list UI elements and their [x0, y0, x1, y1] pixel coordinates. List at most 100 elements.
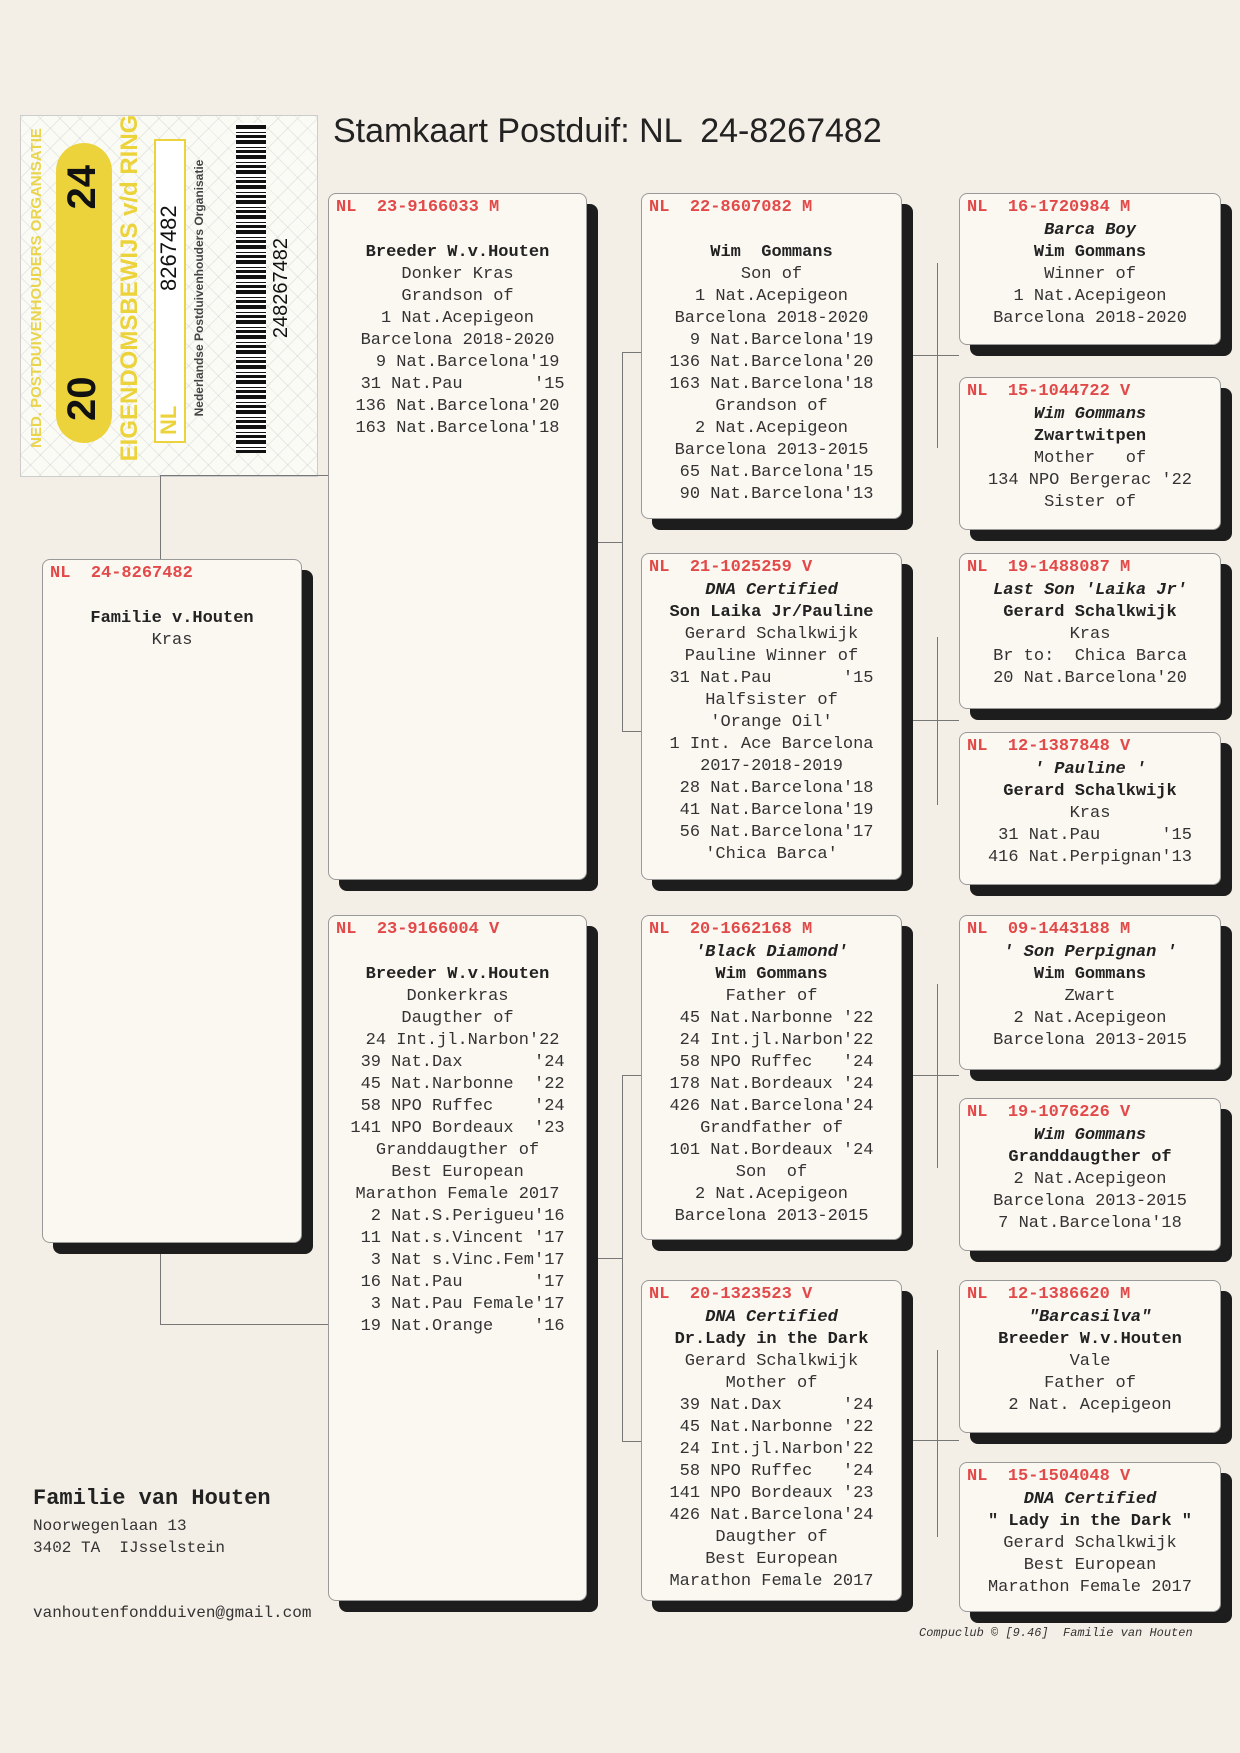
- pedigree-line: Breeder W.v.Houten: [365, 965, 550, 984]
- pedigree-line: 58 NPO Ruffec '24: [350, 1097, 565, 1116]
- ring-country: NL: [649, 1285, 670, 1304]
- connector-line: [937, 1350, 938, 1537]
- pedigree-line: Best European: [1023, 1556, 1157, 1575]
- pedigree-line: 2 Nat.S.Perigueu'16: [350, 1207, 565, 1226]
- owner-name: Familie van Houten: [33, 1486, 271, 1511]
- pedigree-line: Barca Boy: [1044, 221, 1136, 240]
- pedigree-line: Father of: [1044, 1374, 1136, 1393]
- ring-id: 24-8267482: [90, 564, 193, 583]
- connector-line: [900, 1440, 959, 1441]
- ring-country: NL: [967, 920, 988, 939]
- pedigree-line: Wim Gommans: [710, 243, 833, 262]
- pedigree-line: 56 Nat.Barcelona'17: [669, 823, 874, 842]
- ring-country: NL: [967, 1285, 988, 1304]
- ring-country: NL: [967, 382, 988, 401]
- pedigree-line: Gerard Schalkwijk: [684, 1352, 859, 1371]
- pedigree-line: Breeder W.v.Houten: [365, 243, 550, 262]
- pedigree-line: 31 Nat.Pau '15: [350, 375, 565, 394]
- ring-country: NL: [50, 564, 71, 583]
- pedigree-line: [642, 220, 901, 242]
- pedigree-line: 1 Int. Ace Barcelona: [669, 735, 874, 754]
- grandparent-card: NL 20-1662168 M'Black Diamond'Wim Gomman…: [641, 915, 902, 1240]
- sticker-country: NL: [156, 405, 181, 435]
- connector-line: [160, 1241, 161, 1325]
- pedigree-line: Kras: [1069, 625, 1111, 644]
- software-credit: Compuclub © [9.46] Familie van Houten: [919, 1626, 1193, 1640]
- pedigree-line: ' Son Perpignan ': [1003, 943, 1177, 962]
- ring-country: NL: [967, 1103, 988, 1122]
- ring-id: 12-1387848 V: [1007, 737, 1131, 756]
- barcode-number: 248267482: [270, 237, 292, 339]
- ring-number: NL 12-1386620 M: [967, 1285, 1130, 1304]
- pedigree-line: 3 Nat s.Vinc.Fem'17: [350, 1251, 565, 1270]
- pedigree-line: Grandson of: [401, 287, 514, 306]
- ring-id: 09-1443188 M: [1007, 920, 1131, 939]
- pedigree-line: Br to: Chica Barca: [993, 647, 1187, 666]
- ring-country: NL: [336, 920, 357, 939]
- pedigree-line: 'Black Diamond': [694, 943, 849, 962]
- pedigree-line: 11 Nat.s.Vincent '17: [350, 1229, 565, 1248]
- ring-country: NL: [967, 558, 988, 577]
- pedigree-line: 101 Nat.Bordeaux '24: [669, 1141, 874, 1160]
- pedigree-line: 416 Nat.Perpignan'13: [987, 848, 1193, 867]
- ring-number: NL 22-8607082 M: [649, 198, 812, 217]
- connector-line: [585, 542, 622, 543]
- pedigree-line: Zwartwitpen: [1033, 427, 1147, 446]
- pedigree-line: 58 NPO Ruffec '24: [669, 1053, 874, 1072]
- pedigree-line: Barcelona 2013-2015: [993, 1031, 1187, 1050]
- pedigree-line: 20 Nat.Barcelona'20: [993, 669, 1187, 688]
- pedigree-line: Mother of: [725, 1374, 818, 1393]
- ring-number: NL 15-1044722 V: [967, 382, 1130, 401]
- pedigree-line: 31 Nat.Pau '15: [669, 669, 874, 688]
- pedigree-line: ' Pauline ': [1033, 760, 1147, 779]
- connector-line: [900, 1075, 959, 1076]
- pedigree-line: 31 Nat.Pau '15: [987, 826, 1193, 845]
- pedigree-line: 136 Nat.Barcelona'20: [669, 353, 874, 372]
- ring-number: NL 23-9166033 M: [336, 198, 499, 217]
- pedigree-line: "Barcasilva": [1028, 1308, 1152, 1327]
- pedigree-line: Son Laika Jr/Pauline: [669, 603, 874, 622]
- ring-number: NL 19-1488087 M: [967, 558, 1130, 577]
- ring-number: NL 20-1323523 V: [649, 1285, 812, 1304]
- ring-number: NL 16-1720984 M: [967, 198, 1130, 217]
- pedigree-line: Daugther of: [715, 1528, 828, 1547]
- connector-line: [622, 352, 623, 732]
- pedigree-line: Wim Gommans: [1033, 243, 1147, 262]
- connector-line: [160, 1324, 328, 1325]
- connector-line: [622, 731, 641, 732]
- pedigree-line: 41 Nat.Barcelona'19: [669, 801, 874, 820]
- pedigree-line: Wim Gommans: [1033, 965, 1147, 984]
- pedigree-line: 2 Nat.Acepigeon: [1013, 1170, 1167, 1189]
- pedigree-line: 24 Int.jl.Narbon'22: [355, 1031, 560, 1050]
- pedigree-line: 7 Nat.Barcelona'18: [998, 1214, 1182, 1233]
- great-grandparent-card: NL 12-1387848 V' Pauline 'Gerard Schalkw…: [959, 732, 1221, 885]
- pedigree-line: [329, 942, 586, 964]
- pedigree-line: Barcelona 2018-2020: [674, 309, 869, 328]
- ring-number: NL 24-8267482: [50, 564, 193, 583]
- pedigree-line: 163 Nat.Barcelona'18: [669, 375, 874, 394]
- connector-line: [900, 720, 959, 721]
- pedigree-line: Last Son 'Laika Jr': [993, 581, 1187, 600]
- ring-country: NL: [649, 558, 670, 577]
- pedigree-line: 58 NPO Ruffec '24: [669, 1462, 874, 1481]
- pedigree-line: 16 Nat.Pau '17: [350, 1273, 565, 1292]
- pedigree-line: Granddaugther of: [1008, 1148, 1172, 1167]
- pedigree-line: Marathon Female 2017: [669, 1572, 874, 1591]
- sticker-number: 8267482: [156, 205, 181, 291]
- ring-country: NL: [967, 1467, 988, 1486]
- pedigree-line: Best European: [705, 1550, 838, 1569]
- pedigree-line: Kras: [1069, 804, 1111, 823]
- pedigree-line: Sister of: [1044, 493, 1136, 512]
- pedigree-line: Vale: [1069, 1352, 1111, 1371]
- ring-id: 19-1488087 M: [1007, 558, 1131, 577]
- pedigree-line: Son of: [740, 265, 803, 284]
- pedigree-line: 28 Nat.Barcelona'18: [669, 779, 874, 798]
